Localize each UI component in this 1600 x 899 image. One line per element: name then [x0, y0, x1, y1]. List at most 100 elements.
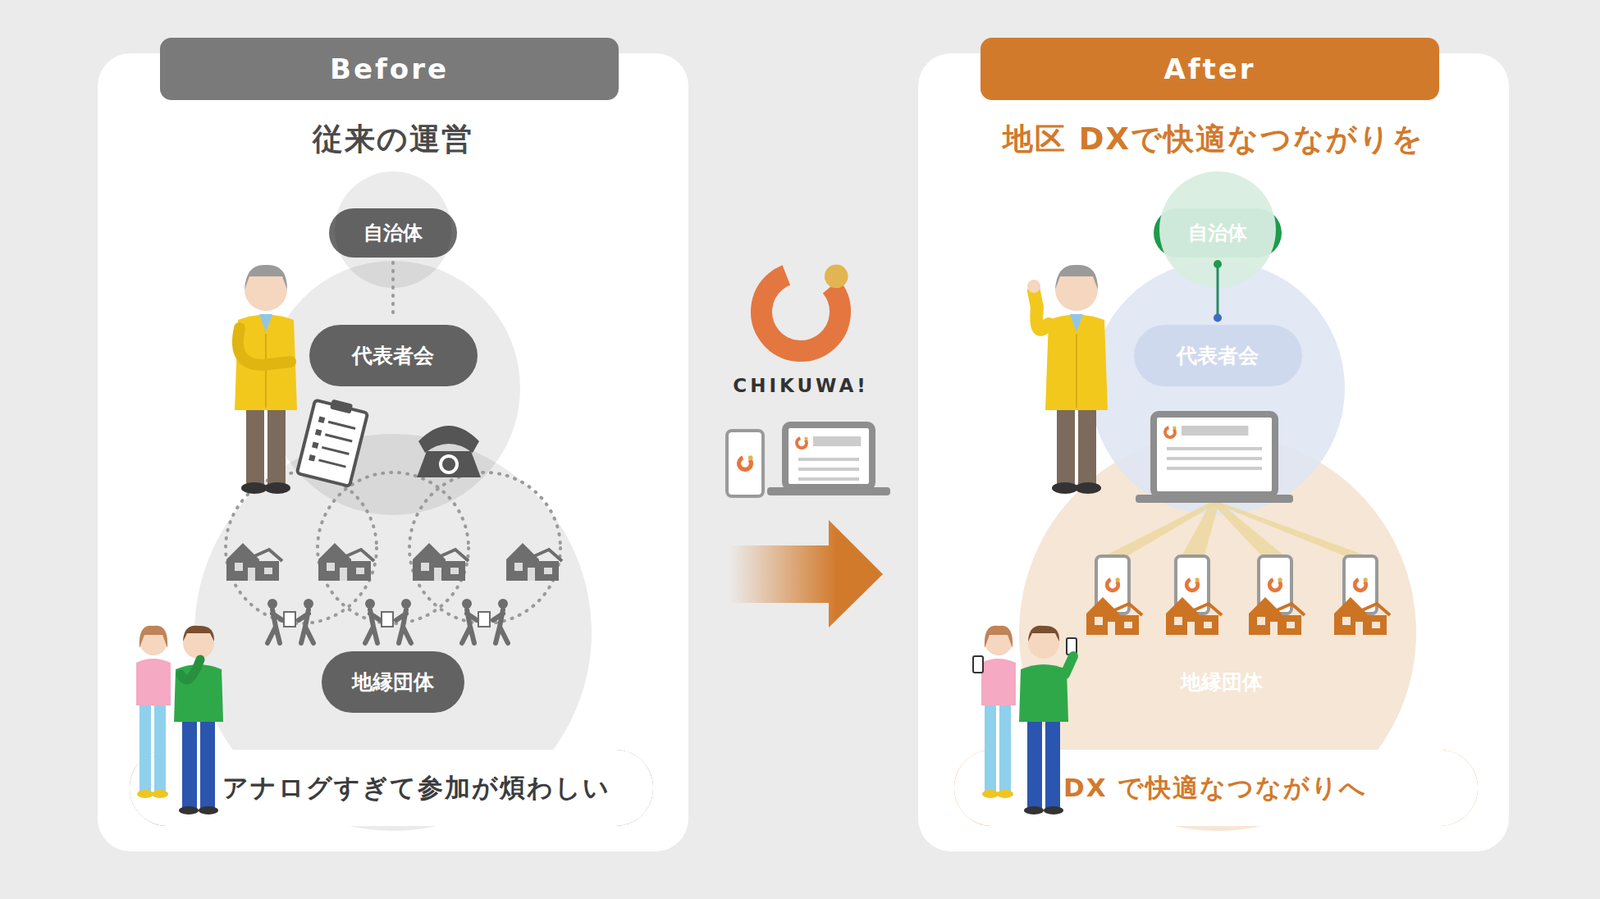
window — [1342, 617, 1351, 626]
background-circles — [1019, 171, 1417, 832]
laptop-screen — [1153, 414, 1276, 495]
window — [1203, 621, 1212, 629]
connector-dot — [1213, 314, 1222, 323]
logo-drop — [1362, 577, 1367, 582]
bullet — [315, 429, 322, 436]
line — [328, 421, 356, 429]
house-annex — [537, 561, 559, 581]
group-pill: 代表者会 — [309, 324, 478, 387]
top — [136, 658, 171, 706]
face — [139, 627, 168, 656]
laptop-base — [1135, 494, 1294, 503]
dial — [440, 456, 458, 473]
node-text: 自治体 — [363, 219, 423, 247]
group-pill: 地縁団体 — [321, 651, 465, 714]
dotted-circles — [225, 472, 561, 624]
window — [450, 567, 459, 575]
door — [434, 567, 442, 581]
body — [267, 609, 283, 644]
shirt — [259, 314, 273, 333]
shirt — [1069, 314, 1084, 333]
paper — [283, 612, 296, 627]
circle — [1159, 171, 1276, 288]
smartphone-icon — [1344, 556, 1377, 614]
logo-drop — [1194, 577, 1199, 582]
head — [267, 598, 278, 609]
seam — [265, 333, 267, 408]
panel: 従来の運営Before自治体代表者会地縁団体アナログすぎて参加が煩わしい — [97, 53, 689, 852]
head — [365, 598, 375, 609]
phone — [1066, 638, 1077, 655]
roof — [1276, 603, 1305, 616]
node-text: After — [1163, 52, 1256, 86]
line — [318, 460, 346, 467]
background-circles — [194, 171, 592, 832]
connector — [393, 262, 394, 320]
arm — [180, 659, 201, 681]
smartphone-icon — [1175, 556, 1209, 614]
leg — [1045, 717, 1061, 810]
hair — [139, 626, 168, 649]
group-pill: 代表者会 — [1133, 324, 1303, 387]
telephone-icon — [416, 425, 481, 478]
leg — [1027, 717, 1043, 810]
line — [798, 457, 860, 462]
house-annex — [349, 561, 371, 581]
connector — [1213, 260, 1222, 323]
logo-drop — [1115, 577, 1120, 582]
house-body — [318, 543, 352, 581]
shoe — [151, 790, 169, 799]
house-annex — [1280, 615, 1302, 636]
sweater — [1019, 664, 1069, 723]
seam — [1075, 333, 1078, 408]
roof — [1114, 603, 1143, 616]
house-annex — [1117, 615, 1139, 636]
door — [1187, 621, 1195, 636]
line — [1166, 457, 1262, 461]
laptop-icon — [1135, 414, 1294, 503]
line — [321, 447, 349, 454]
logo-ring — [745, 256, 856, 367]
node-text: 代表者会 — [1176, 342, 1259, 370]
arm — [1033, 291, 1049, 330]
house-body — [506, 543, 540, 581]
signal-rays — [1101, 502, 1372, 558]
callout-fill — [129, 749, 654, 827]
house-annex — [1197, 615, 1219, 636]
ray — [1211, 502, 1287, 558]
dotted-circle — [317, 472, 469, 624]
dotted-circle — [225, 472, 377, 624]
house-icon — [1248, 597, 1305, 636]
house-body — [1165, 597, 1199, 636]
ray — [1101, 502, 1220, 558]
header-bar: Before — [160, 37, 619, 101]
phone — [973, 656, 983, 673]
bar — [813, 436, 861, 447]
paper — [381, 612, 394, 627]
dotted-circle — [409, 472, 561, 624]
shoe — [1024, 806, 1044, 815]
smartphone-icon — [1258, 556, 1292, 614]
board — [297, 400, 368, 487]
logo-ring — [1163, 425, 1178, 440]
bullet — [311, 442, 319, 449]
shoe — [178, 806, 199, 815]
callout-box: DX で快適なつながりへ — [954, 749, 1478, 827]
shoe — [982, 790, 999, 799]
house-body — [226, 543, 260, 581]
hair — [244, 265, 288, 290]
shoe — [1043, 806, 1064, 815]
phone-frame — [1175, 556, 1209, 614]
group-pill: 地縁団体 — [1150, 651, 1294, 714]
leg — [200, 717, 215, 810]
logo-drop — [824, 265, 849, 289]
leg — [1078, 402, 1097, 485]
bullet — [308, 454, 316, 462]
house-annex — [443, 561, 466, 581]
phone-frame — [726, 430, 764, 497]
window — [514, 562, 523, 572]
head — [401, 598, 412, 609]
window — [1124, 621, 1133, 629]
arm — [237, 328, 291, 366]
window — [420, 562, 430, 572]
